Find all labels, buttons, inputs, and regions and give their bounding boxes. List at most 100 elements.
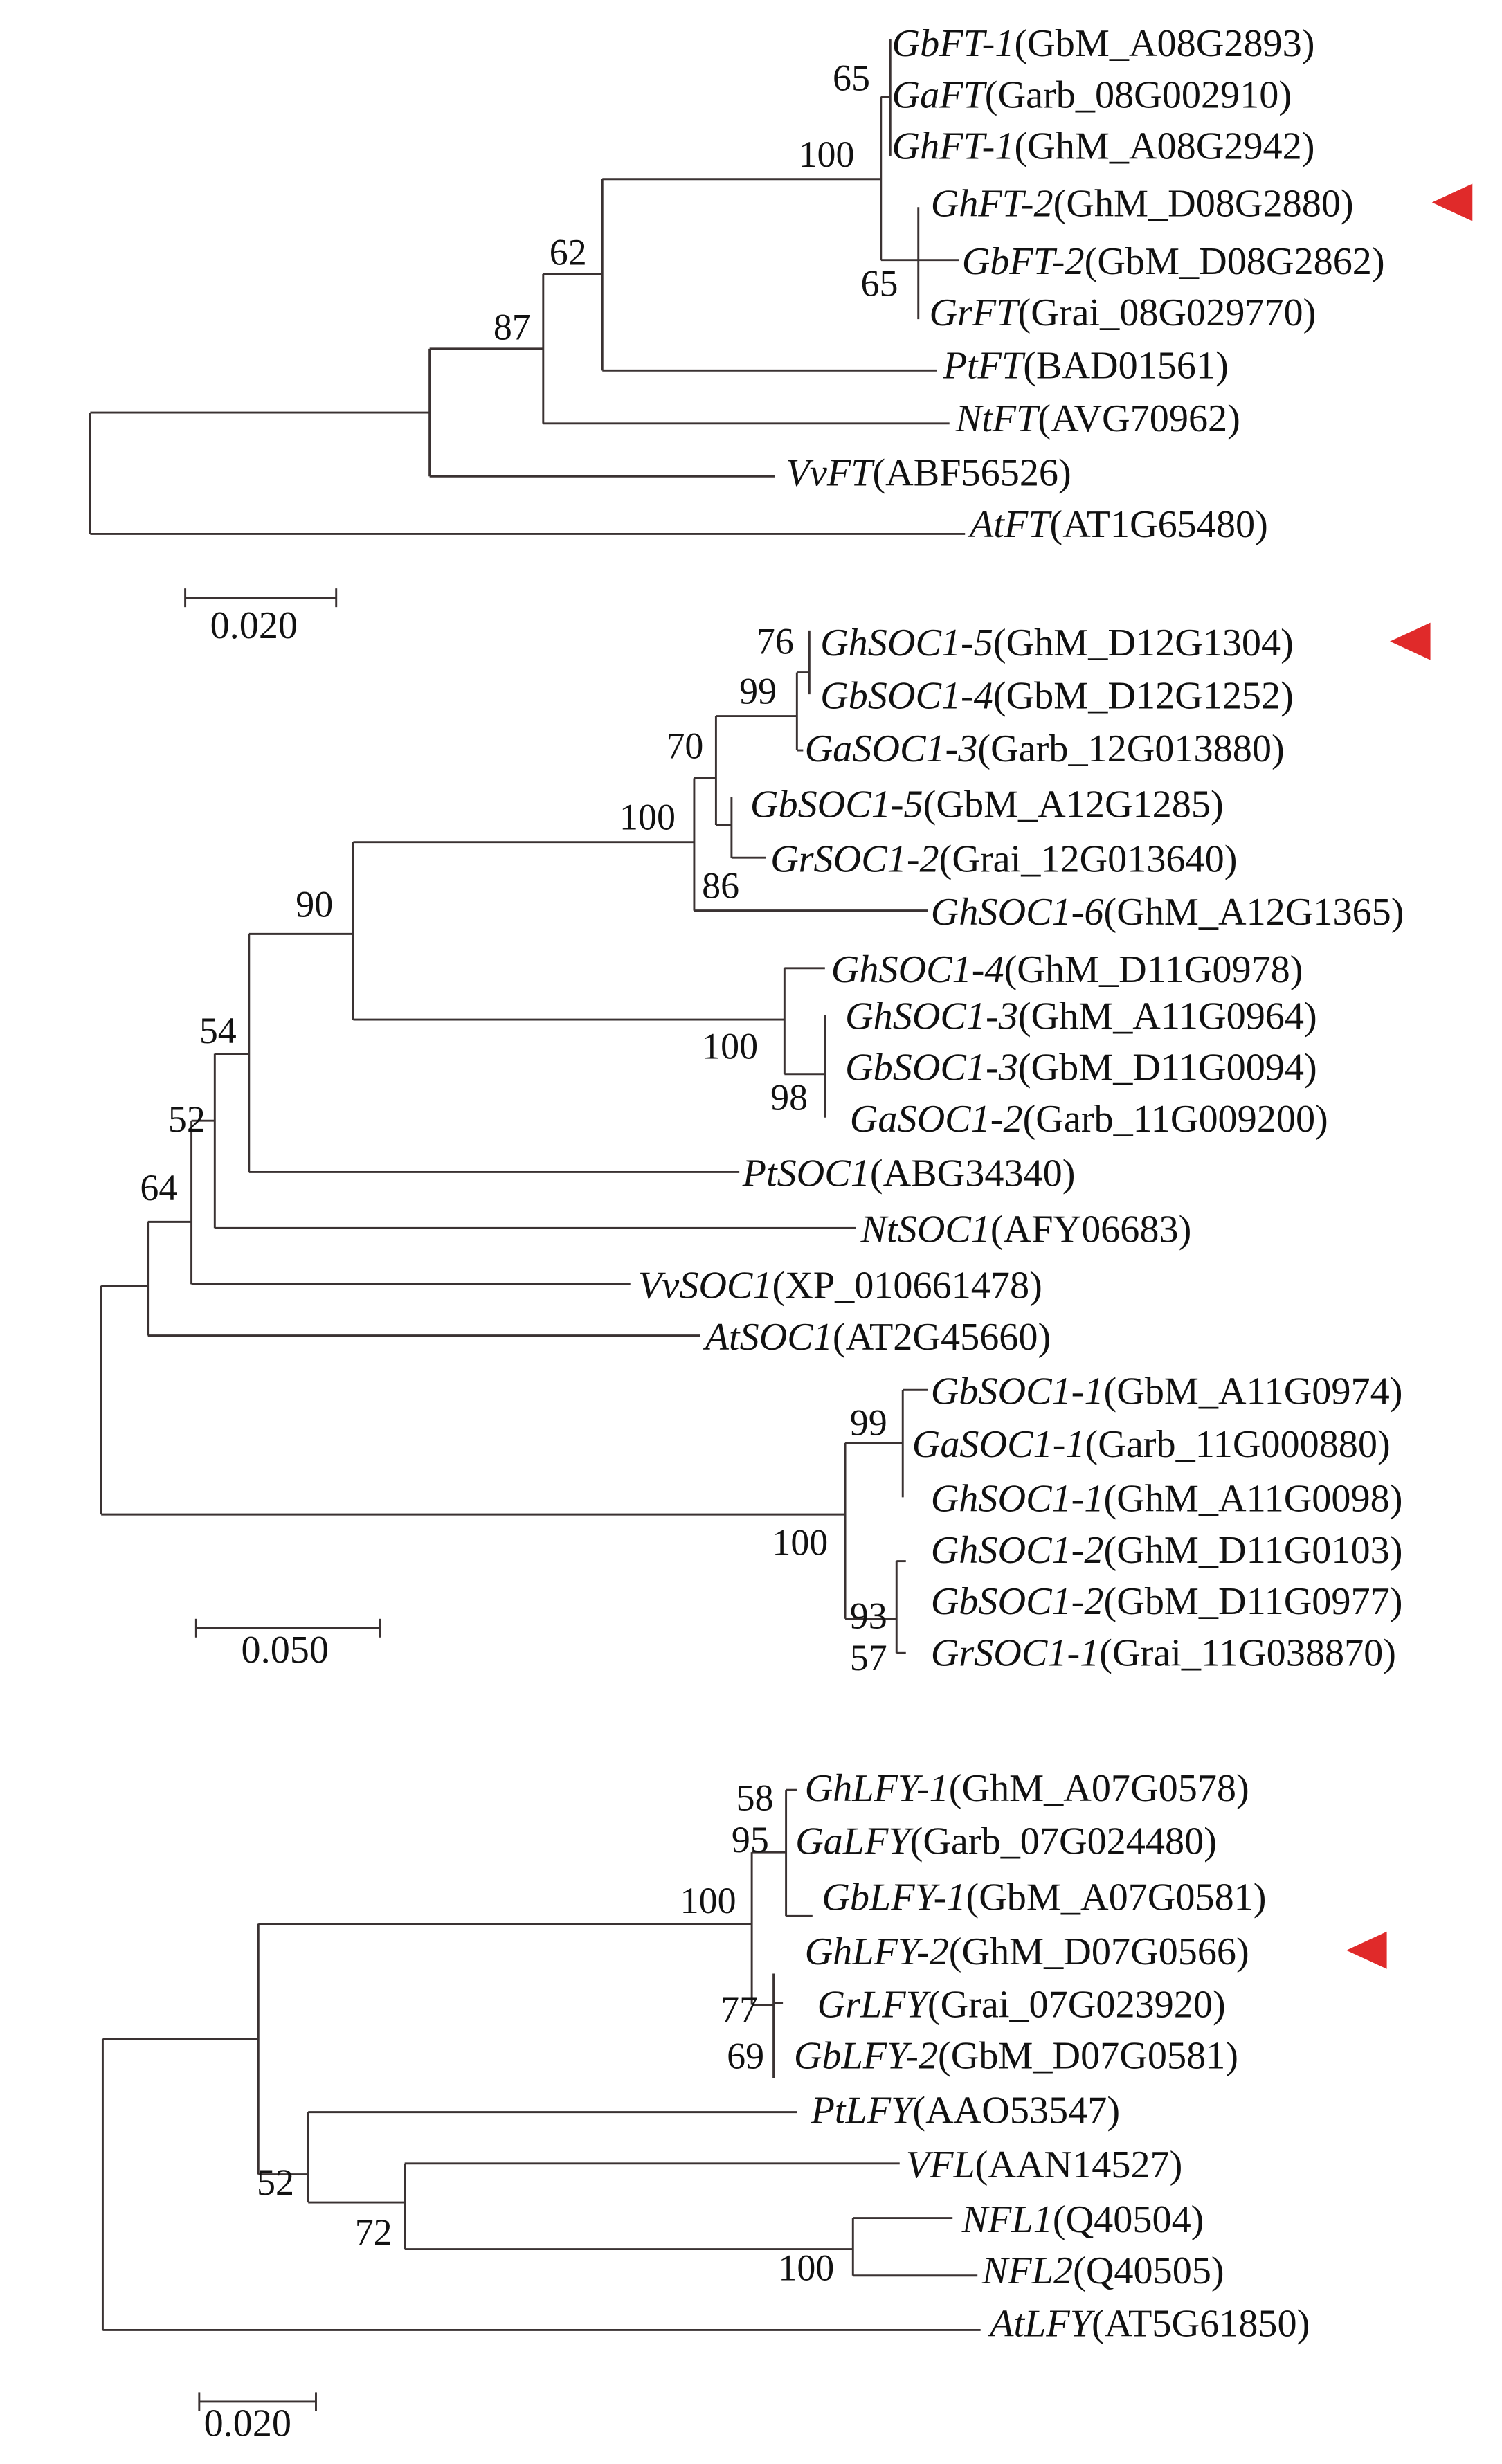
accession-id: (GbM_D07G0581)	[938, 2035, 1238, 2078]
gene-name: GhSOC1-3	[845, 995, 1018, 1038]
leaf-label: GaLFY(Garb_07G024480)	[795, 1820, 1217, 1863]
bootstrap-value: 100	[702, 1025, 758, 1067]
leaf-label: GhFT-2(GhM_D08G2880)	[931, 183, 1354, 226]
leaf-label: GaSOC1-2(Garb_11G009200)	[850, 1098, 1328, 1141]
leaf-label: GaSOC1-3(Garb_12G013880)	[805, 727, 1285, 770]
accession-id: (GbM_D11G0094)	[1018, 1047, 1317, 1089]
accession-id: (XP_010661478)	[772, 1265, 1042, 1307]
accession-id: (ABG34340)	[870, 1152, 1076, 1195]
tree-ft: GbFT-1(GbM_A08G2893) GaFT(Garb_08G002910)…	[89, 22, 1473, 647]
gene-name: VvFT	[786, 452, 876, 495]
gene-name: AtLFY	[987, 2302, 1096, 2345]
bootstrap-value: 95	[732, 1819, 769, 1860]
gene-name: GbLFY-1	[822, 1876, 966, 1919]
gene-name: NFL1	[961, 2198, 1053, 2241]
leaf-label: GhSOC1-3(GhM_A11G0964)	[845, 995, 1317, 1038]
leaf-label: GbFT-2(GbM_D08G2862)	[962, 240, 1385, 283]
leaf-label: GaFT(Garb_08G002910)	[892, 73, 1292, 116]
leaf-label: GhSOC1-4(GhM_D11G0978)	[831, 948, 1303, 991]
gene-name: VvSOC1	[638, 1265, 772, 1307]
gene-name: GbLFY-2	[794, 2035, 938, 2078]
bootstrap-value: 76	[757, 621, 794, 662]
tree-soc1: GhSOC1-5(GhM_D12G1304)GbSOC1-4(GbM_D12G1…	[100, 621, 1431, 1678]
accession-id: (ABF56526)	[872, 452, 1071, 495]
bootstrap-value: 65	[861, 262, 898, 304]
leaf-label: GbSOC1-2(GbM_D11G0977)	[931, 1580, 1403, 1623]
leaf-label: PtSOC1(ABG34340)	[742, 1152, 1076, 1195]
gene-name: GbSOC1-4	[820, 674, 993, 717]
bootstrap-value: 54	[199, 1010, 237, 1051]
accession-id: (GhM_D11G0103)	[1104, 1529, 1403, 1572]
gene-name: GaSOC1-1	[912, 1423, 1085, 1466]
gene-name: PtFT	[943, 345, 1026, 388]
accession-id: (AT5G61850)	[1092, 2302, 1310, 2345]
gene-name: GhFT-1	[892, 125, 1015, 168]
accession-id: (Q40504)	[1053, 2198, 1204, 2241]
gene-name: GaFT	[892, 73, 988, 116]
accession-id: (Garb_07G024480)	[910, 1820, 1217, 1863]
bootstrap-value: 87	[494, 306, 531, 347]
leaf-label: GhLFY-1(GhM_A07G0578)	[805, 1767, 1249, 1810]
accession-id: (GhM_D11G0978)	[1004, 948, 1303, 991]
accession-id: (Garb_08G002910)	[985, 73, 1292, 116]
scale-bar-label: 0.050	[242, 1629, 329, 1672]
leaf-label: GbLFY-1(GbM_A07G0581)	[822, 1876, 1266, 1919]
accession-id: (BAD01561)	[1023, 345, 1229, 388]
leaf-label: AtFT(AT1G65480)	[967, 503, 1268, 546]
leaf-label: GbSOC1-3(GbM_D11G0094)	[845, 1047, 1317, 1089]
accession-id: (GhM_A08G2942)	[1014, 125, 1314, 168]
leaf-label: GhLFY-2(GhM_D07G0566)	[805, 1930, 1249, 1973]
accession-id: (GhM_D08G2880)	[1053, 183, 1354, 226]
highlight-triangle-icon	[1346, 1931, 1387, 1969]
leaf-label: PtFT(BAD01561)	[943, 345, 1229, 388]
bootstrap-value: 52	[257, 2162, 294, 2203]
leaf-label: GhSOC1-1(GhM_A11G0098)	[931, 1478, 1403, 1521]
accession-id: (AFY06683)	[990, 1208, 1191, 1251]
bootstrap-value: 99	[850, 1402, 887, 1443]
accession-id: (AAN14527)	[975, 2144, 1183, 2186]
gene-name: GhSOC1-5	[820, 622, 993, 664]
accession-id: (Grai_08G029770)	[1018, 291, 1316, 334]
bootstrap-value: 100	[799, 134, 855, 175]
accession-id: (Garb_11G009200)	[1023, 1098, 1328, 1141]
gene-name: GaLFY	[795, 1820, 914, 1863]
leaf-label: GrSOC1-1(Grai_11G038870)	[931, 1631, 1396, 1674]
highlight-triangle-icon	[1431, 183, 1473, 221]
accession-id: (GbM_D08G2862)	[1085, 240, 1385, 283]
accession-id: (GbM_A12G1285)	[923, 783, 1224, 826]
gene-name: NtSOC1	[860, 1208, 990, 1251]
leaf-label: AtSOC1(AT2G45660)	[703, 1316, 1051, 1359]
bootstrap-value: 58	[736, 1777, 774, 1818]
bootstrap-value: 100	[772, 1522, 828, 1564]
leaf-label: AtLFY(AT5G61850)	[987, 2302, 1310, 2345]
accession-id: (GhM_A07G0578)	[949, 1767, 1249, 1810]
gene-name: NtFT	[955, 397, 1040, 440]
scale-bar: 0.050	[194, 1618, 381, 1672]
gene-name: GhSOC1-2	[931, 1529, 1104, 1572]
accession-id: (AT1G65480)	[1049, 503, 1267, 546]
bootstrap-value: 70	[666, 725, 703, 766]
bootstrap-value: 90	[296, 884, 333, 925]
accession-id: (GbM_A08G2893)	[1014, 22, 1314, 65]
accession-id: (GhM_D07G0566)	[949, 1930, 1249, 1973]
accession-id: (GbM_D11G0977)	[1104, 1580, 1403, 1623]
leaf-label: GhSOC1-2(GhM_D11G0103)	[931, 1529, 1403, 1572]
gene-name: GhLFY-1	[805, 1767, 949, 1810]
accession-id: (Garb_11G000880)	[1085, 1423, 1391, 1466]
gene-name: GhLFY-2	[805, 1930, 949, 1973]
leaf-label: VFL(AAN14527)	[906, 2144, 1183, 2186]
leaf-label: GbFT-1(GbM_A08G2893)	[892, 22, 1315, 65]
gene-name: GbSOC1-2	[931, 1580, 1104, 1623]
leaf-label: PtLFY(AAO53547)	[811, 2089, 1121, 2132]
accession-id: (Grai_11G038870)	[1099, 1631, 1396, 1674]
gene-name: GrSOC1-1	[931, 1631, 1100, 1674]
leaf-label: GhSOC1-6(GhM_A12G1365)	[931, 891, 1404, 934]
bootstrap-value: 62	[550, 231, 587, 273]
leaf-label: GhFT-1(GhM_A08G2942)	[892, 125, 1315, 168]
scale-bar: 0.020	[198, 2392, 317, 2445]
gene-name: GbFT-2	[962, 240, 1085, 283]
gene-name: PtLFY	[811, 2089, 917, 2132]
leaf-label: NFL2(Q40505)	[981, 2249, 1224, 2292]
bootstrap-value: 99	[739, 671, 777, 712]
